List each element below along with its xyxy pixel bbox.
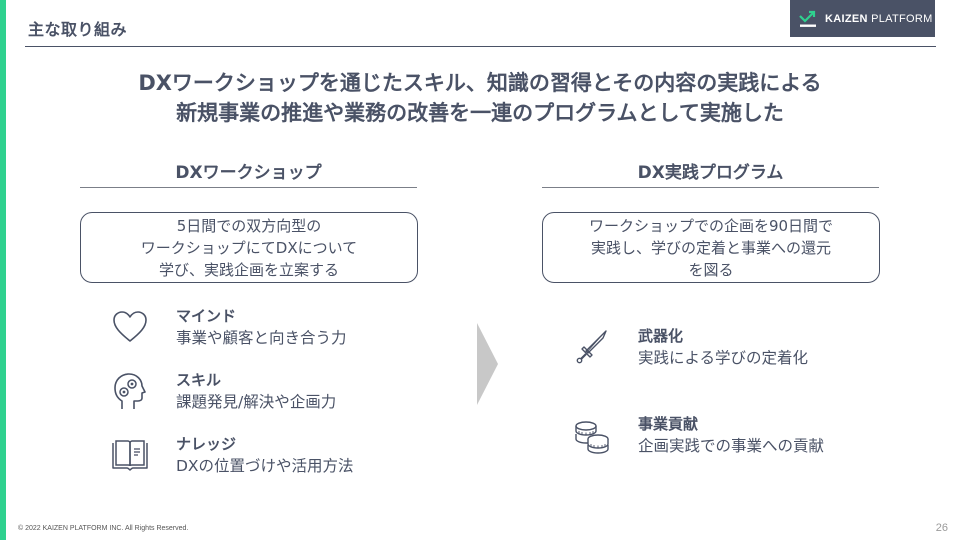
kaizen-platform-logo: KAIZEN PLATFORM <box>790 0 935 37</box>
copyright-notice: © 2022 KAIZEN PLATFORM INC. All Rights R… <box>18 525 189 532</box>
list-item-business-contribution: 事業貢献 企画実践での事業への貢献 <box>570 413 824 457</box>
description-line: 実践し、学びの定着と事業への還元 <box>590 238 831 257</box>
item-title: 事業貢献 <box>638 414 699 433</box>
page-number: 26 <box>935 522 948 534</box>
description-line: ワークショップにてDXについて <box>140 238 358 257</box>
trend-up-check-icon <box>799 10 816 27</box>
item-desc: 課題発見/解決や企画力 <box>176 392 337 411</box>
list-item-knowledge: ナレッジ DXの位置づけや活用方法 <box>108 433 354 477</box>
description-line: 5日間での双方向型の <box>176 216 322 235</box>
item-desc: DXの位置づけや活用方法 <box>176 456 354 475</box>
heart-icon <box>108 305 152 349</box>
sword-icon <box>570 325 614 369</box>
description-line: 学び、実践企画を立案する <box>158 260 339 279</box>
item-title: マインド <box>176 306 237 325</box>
headline-line-1: DXワークショップを通じたスキル、知識の習得とその内容の実践による <box>138 71 822 95</box>
description-box-left: 5日間での双方向型の ワークショップにてDXについて 学び、実践企画を立案する <box>80 212 418 283</box>
list-item-mind: マインド 事業や顧客と向き合う力 <box>108 305 347 349</box>
title-divider <box>25 46 936 47</box>
item-desc: 実践による学びの定着化 <box>638 348 809 367</box>
column-divider-right <box>542 187 879 188</box>
list-item-skill: スキル 課題発見/解決や企画力 <box>108 369 336 413</box>
description-line: を図る <box>688 260 734 279</box>
column-title-dx-workshop: DXワークショップ <box>175 163 322 183</box>
description-box-right: ワークショップでの企画を90日間で 実践し、学びの定着と事業への還元 を図る <box>542 212 880 283</box>
item-title: ナレッジ <box>176 434 237 453</box>
headline-line-2: 新規事業の推進や業務の改善を一連のプログラムとして実施した <box>176 101 784 125</box>
logo-text: KAIZEN PLATFORM <box>825 12 933 25</box>
open-book-icon <box>108 433 152 477</box>
column-title-dx-practice-program: DX実践プログラム <box>637 163 784 183</box>
column-divider-left <box>80 187 417 188</box>
headline: DXワークショップを通じたスキル、知識の習得とその内容の実践による 新規事業の推… <box>0 68 960 128</box>
list-item-weaponize: 武器化 実践による学びの定着化 <box>570 325 808 369</box>
coins-icon <box>570 413 614 457</box>
item-desc: 事業や顧客と向き合う力 <box>176 328 347 347</box>
description-line: ワークショップでの企画を90日間で <box>588 216 834 235</box>
page-title: 主な取り組み <box>28 20 128 39</box>
accent-stripe <box>0 0 6 540</box>
flow-arrow-icon <box>477 323 498 405</box>
item-title: スキル <box>176 370 222 389</box>
item-desc: 企画実践での事業への貢献 <box>638 436 825 455</box>
head-gears-icon <box>108 369 152 413</box>
item-title: 武器化 <box>638 326 684 345</box>
